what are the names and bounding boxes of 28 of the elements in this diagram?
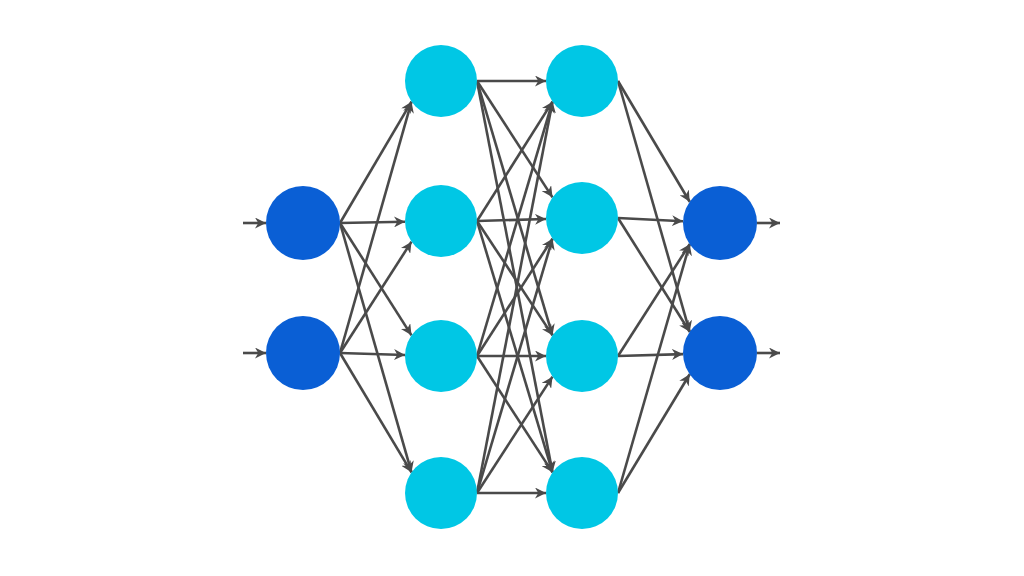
arrow <box>616 373 691 494</box>
arrow <box>339 349 406 361</box>
arrow <box>616 243 691 357</box>
arrow <box>757 347 780 359</box>
arrow <box>475 237 554 357</box>
arrow <box>477 75 546 87</box>
arrow <box>477 487 546 499</box>
arrow <box>475 355 554 474</box>
arrow <box>757 217 780 229</box>
arrow <box>338 352 413 473</box>
hidden-neuron <box>405 457 477 529</box>
arrow <box>338 240 413 354</box>
arrow <box>477 350 546 362</box>
arrow <box>616 80 691 203</box>
arrow <box>475 80 554 199</box>
arrow <box>617 215 684 227</box>
arrow <box>475 100 554 222</box>
arrow <box>339 216 406 228</box>
arrow <box>617 348 684 360</box>
arrow <box>616 217 691 333</box>
arrow <box>476 213 547 225</box>
arrow <box>243 217 266 229</box>
arrow <box>475 220 554 337</box>
arrow <box>338 222 413 337</box>
arrow <box>338 101 413 224</box>
arrow <box>243 347 266 359</box>
arrow <box>475 375 554 494</box>
hidden-neuron <box>405 45 477 117</box>
